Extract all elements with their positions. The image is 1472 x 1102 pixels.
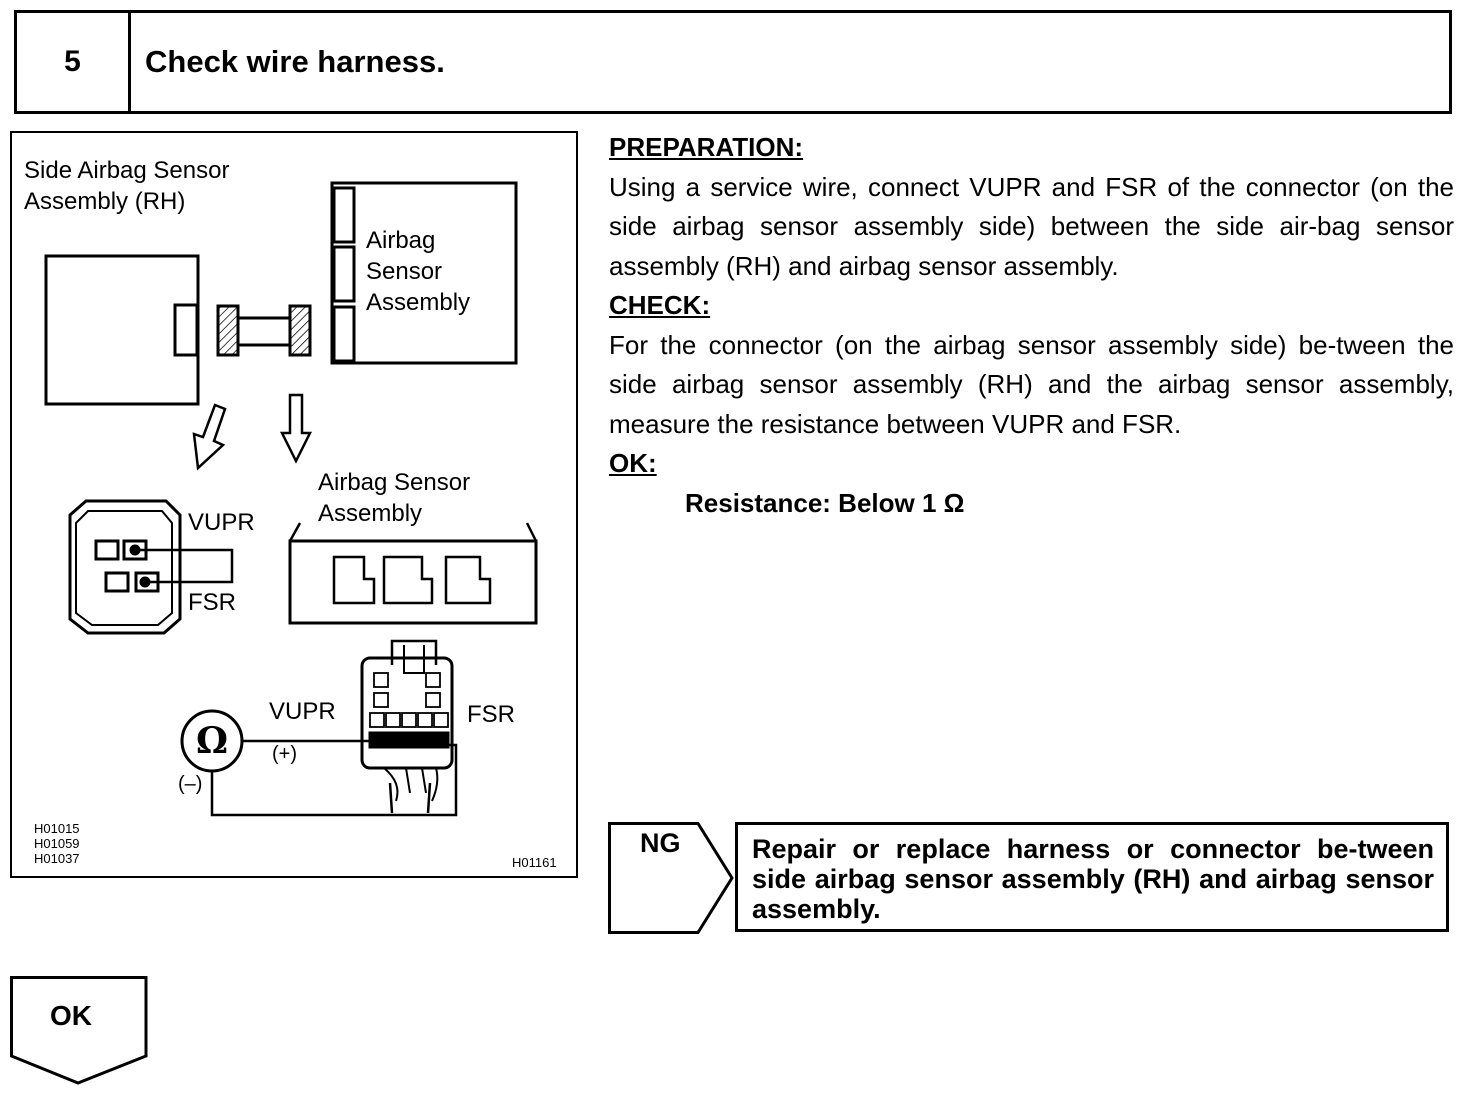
- preparation-heading: PREPARATION:: [609, 132, 804, 162]
- ng-arrow-icon: [608, 822, 734, 934]
- ok-arrow-icon: [10, 976, 148, 1085]
- ok-spec-heading: OK:: [609, 448, 657, 478]
- reference-codes: H01015 H01059 H01037: [34, 821, 80, 866]
- label-meter-fsr: FSR: [467, 701, 515, 728]
- label-terminal-fsr: FSR: [188, 589, 236, 616]
- label-airbag-sensor-mid: Airbag Sensor Assembly: [318, 469, 471, 527]
- connector-right: [288, 304, 312, 357]
- check-heading: CHECK:: [609, 290, 711, 320]
- step-header: 5 Check wire harness.: [14, 10, 1452, 114]
- step-title: Check wire harness.: [145, 44, 445, 79]
- preparation-text: Using a service wire, connect VUPR and F…: [609, 171, 1454, 281]
- ng-label: NG: [640, 828, 681, 858]
- ng-action-box: Repair or replace harness or connector b…: [735, 822, 1449, 932]
- figure-code: H01161: [512, 855, 557, 870]
- instructions: PREPARATION: Using a service wire, conne…: [609, 128, 1454, 523]
- airbag-sensor-connector-face: [288, 539, 538, 625]
- label-meter-vupr: VUPR: [269, 698, 336, 725]
- ohm-symbol: Ω: [196, 720, 228, 762]
- connector-face: [68, 499, 182, 635]
- airbag-sensor-body: [330, 181, 518, 365]
- connector-left: [216, 304, 240, 357]
- check-text: For the connector (on the airbag sensor …: [609, 329, 1454, 439]
- label-side-sensor: Side Airbag Sensor Assembly (RH): [24, 157, 230, 215]
- step-number: 5: [17, 13, 131, 111]
- wiring-illustration: Ω Side Airbag Sensor Assembly (RH) Airba…: [10, 131, 578, 878]
- wiring-diagram-drawing: Ω: [44, 181, 538, 817]
- label-airbag-sensor-top: Airbag Sensor Assembly: [366, 227, 471, 316]
- label-probe-positive: (+): [272, 743, 297, 765]
- resistance-spec: Resistance: Below 1 Ω: [685, 487, 965, 518]
- label-terminal-vupr: VUPR: [188, 509, 255, 536]
- side-sensor-port: [173, 303, 199, 357]
- ok-label: OK: [50, 1000, 92, 1031]
- label-probe-negative: (–): [178, 773, 203, 795]
